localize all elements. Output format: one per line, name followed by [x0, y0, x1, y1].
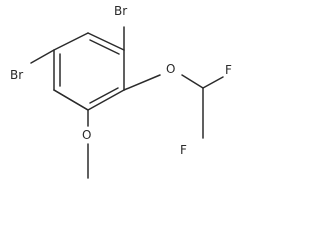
atom-br-top: Br — [114, 4, 127, 18]
atom-oxygen-methoxy: O — [82, 128, 91, 142]
bond-methoxy-o-to-ring-join — [53, 89, 89, 111]
atom-fluorine-bottom: F — [180, 143, 187, 157]
ring-double-bond-right — [89, 87, 119, 104]
bond-chf2-to-f-right — [202, 76, 224, 89]
atom-oxygen-ether: O — [166, 62, 175, 76]
bond-to-br-left — [30, 49, 55, 64]
ring-double-bond-top — [89, 39, 120, 55]
atom-br-left: Br — [10, 68, 23, 82]
ring-bond-6 — [53, 32, 89, 51]
ring-bond-3 — [87, 89, 125, 111]
chemical-structure: Br Br O O F F — [10, 4, 232, 179]
atom-fluorine-right: F — [225, 63, 232, 77]
ring-bond-1 — [87, 32, 125, 51]
benzene-ring — [53, 32, 125, 111]
bond-ether-o-to-chf2 — [181, 74, 204, 89]
bond-ring-to-ether-o — [123, 74, 161, 91]
